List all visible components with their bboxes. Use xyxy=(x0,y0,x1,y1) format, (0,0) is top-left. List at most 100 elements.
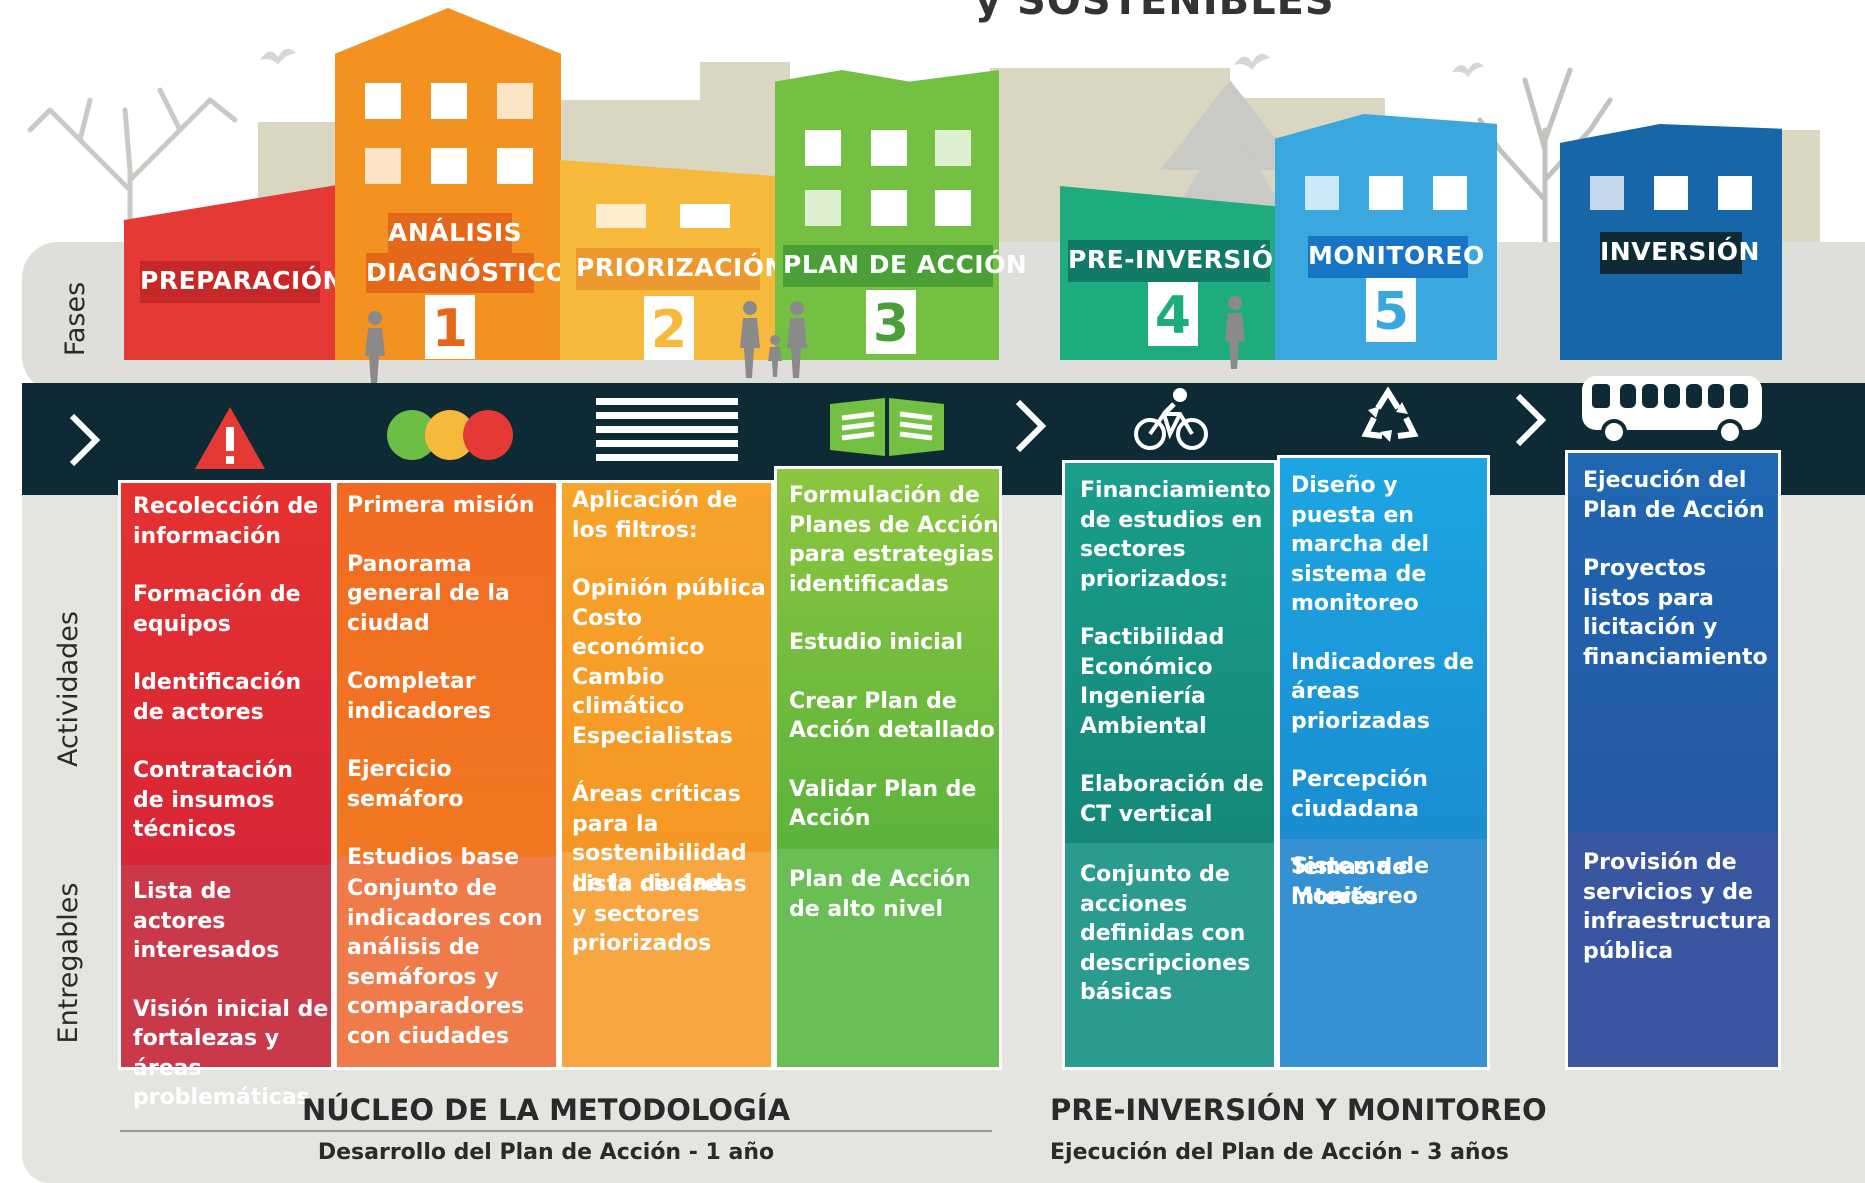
person-walking-icon xyxy=(365,311,385,384)
activities-monitoreo: Diseño y puesta en marcha del sistema de… xyxy=(1291,471,1489,912)
column-plan-de-accion xyxy=(774,466,1002,1070)
activities-analisis: Primera misión Panorama general de la ci… xyxy=(347,491,557,873)
deliverables-preparacion: Lista de actores interesados Visión inic… xyxy=(133,877,329,1113)
filter-lines-icon xyxy=(596,398,738,461)
activity-item: Ingeniería xyxy=(1080,684,1206,709)
deliverable-item: Visión inicial de fortalezas y áreas pro… xyxy=(133,996,329,1111)
phase-building-plan-de-accion xyxy=(775,70,999,360)
phase-label-inversion: INVERSIÓN xyxy=(1600,232,1759,274)
phase-number-1: 1 xyxy=(425,295,475,359)
phase-label-preparacion: PREPARACIÓN xyxy=(140,261,343,303)
phase-label-plan-de-accion: PLAN DE ACCIÓN xyxy=(783,245,1027,287)
activity-item: Indicadores de áreas priorizadas xyxy=(1291,649,1475,734)
activity-item: Formulación de Planes de Acción para est… xyxy=(789,483,999,597)
activity-item: Percepción ciudadana xyxy=(1291,767,1428,822)
chevron-right-icon xyxy=(1515,393,1547,447)
column-monitoreo xyxy=(1277,455,1490,1070)
deliverable-item: Conjunto de acciones definidas con descr… xyxy=(1080,862,1251,1005)
bird-icon xyxy=(260,48,296,65)
deliverables-inversion: Provisión de servicios y de infraestruct… xyxy=(1583,848,1779,966)
column-pre-inversion xyxy=(1062,460,1277,1070)
activities-preparacion: Recolección de información Formación de … xyxy=(133,492,329,845)
activity-item: Completar indicadores xyxy=(347,669,492,724)
phase-label-analisis-line1: ANÁLISIS xyxy=(388,213,522,253)
activity-item: Factibilidad xyxy=(1080,625,1225,650)
deliverables-priorizacion: Lista de áreas y sectores priorizados xyxy=(572,870,762,959)
activity-item: Opinión pública xyxy=(572,576,766,601)
bare-tree-icon xyxy=(27,87,238,260)
activity-item: Estudio inicial xyxy=(789,630,964,655)
preinversion-subtitle: Ejecución del Plan de Acción - 3 años xyxy=(1050,1140,1509,1165)
activities-inversion: Ejecución del Plan de Acción Proyectos l… xyxy=(1583,466,1779,672)
side-label-phases: Fases xyxy=(60,281,91,357)
phase-label-priorizacion: PRIORIZACIÓN xyxy=(576,248,785,290)
activity-item: Temas de interés xyxy=(1291,855,1408,910)
bus-icon xyxy=(1582,376,1762,444)
phase-number-2: 2 xyxy=(644,296,694,360)
recycle-icon xyxy=(1361,386,1419,442)
column-preparacion xyxy=(118,480,334,1070)
traffic-light-icon xyxy=(387,410,513,460)
column-priorizacion xyxy=(559,480,774,1070)
deliverable-item: Lista de actores interesados xyxy=(133,879,280,963)
phase-label-analisis-line2: DIAGNÓSTICO xyxy=(366,253,567,293)
core-methodology-subtitle: Desarrollo del Plan de Acción - 1 año xyxy=(317,1140,775,1165)
chevron-right-icon xyxy=(1015,399,1047,453)
core-divider xyxy=(120,1130,992,1132)
activities-pre-inversion: Financiamiento de estudios en sectores p… xyxy=(1080,476,1278,829)
activity-item: Áreas críticas para la sostenibilidad de… xyxy=(572,782,747,896)
deliverables-plan-de-accion: Plan de Acción de alto nivel xyxy=(789,865,989,924)
activity-item: Validar Plan de Acción xyxy=(789,776,977,832)
deliverables-analisis: Conjunto de indicadores con análisis de … xyxy=(347,874,552,1051)
bicycle-icon xyxy=(1134,388,1208,450)
phase-label-pre-inversion: PRE-INVERSIÓN xyxy=(1068,240,1294,282)
warning-icon xyxy=(195,407,265,469)
column-analisis xyxy=(334,480,559,1070)
activity-item: Ambiental xyxy=(1080,713,1207,739)
activity-item: Cambio climático xyxy=(572,664,685,720)
activity-item: Especialistas xyxy=(572,723,733,749)
activity-item: Financiamiento de estudios en sectores p… xyxy=(1080,478,1271,592)
activity-item: Aplicación de los filtros: xyxy=(572,488,738,543)
activity-item: Formación de equipos xyxy=(133,582,301,637)
activity-item: Ejercicio semáforo xyxy=(347,757,464,812)
activity-item: Proyectos listos para licitación y finan… xyxy=(1583,556,1768,670)
phase-number-4: 4 xyxy=(1148,282,1198,346)
activity-item: Recolección de información xyxy=(133,494,319,549)
activity-item: Costo económico xyxy=(572,605,705,661)
deliverables-pre-inversion: Conjunto de acciones definidas con descr… xyxy=(1080,860,1270,1008)
activity-item: Económico xyxy=(1080,654,1213,680)
deliverable-item: Sistema de Monitoreo xyxy=(1291,854,1430,909)
activity-item: Primera misión xyxy=(347,493,535,518)
bird-icon xyxy=(1451,62,1485,77)
chevron-right-icon xyxy=(69,413,101,467)
deliverable-item: Lista de áreas y sectores priorizados xyxy=(572,872,747,956)
family-walking-icon xyxy=(740,301,807,378)
activity-item: Diseño y puesta en marcha del sistema de… xyxy=(1291,473,1430,616)
activities-priorizacion: Aplicación de los filtros: Opinión públi… xyxy=(572,486,772,898)
preinversion-title: PRE-INVERSIÓN Y MONITOREO xyxy=(1050,1093,1547,1127)
activities-plan-de-accion: Formulación de Planes de Acción para est… xyxy=(789,481,1001,834)
action-plan-book-icon xyxy=(830,398,944,456)
title-fragment: y SOSTENIBLES xyxy=(975,0,1335,24)
deliverable-item: Conjunto de indicadores con análisis de … xyxy=(347,876,543,1049)
phase-number-5: 5 xyxy=(1366,278,1416,342)
person-walking-icon xyxy=(1225,296,1245,369)
activity-item: Elaboración de CT vertical xyxy=(1080,772,1264,827)
side-label-activities: Actividades xyxy=(53,611,84,767)
activity-item: Panorama general de la ciudad xyxy=(347,551,510,636)
activity-item: Estudios base xyxy=(347,845,520,870)
activity-item: Identificación de actores xyxy=(133,670,302,725)
column-inversion xyxy=(1565,450,1781,1070)
phase-label-monitoreo: MONITOREO xyxy=(1308,236,1484,278)
deliverable-item: Plan de Acción de alto nivel xyxy=(789,867,971,922)
activity-item: Ejecución del Plan de Acción xyxy=(1583,468,1765,523)
deliverable-item: Provisión de servicios y de infraestruct… xyxy=(1583,850,1772,964)
activity-item: Contratación de insumos técnicos xyxy=(133,758,293,842)
bird-icon xyxy=(1234,53,1270,70)
deliverables-monitoreo: Sistema de Monitoreo xyxy=(1291,852,1481,911)
activity-item: Crear Plan de Acción detallado xyxy=(789,688,995,744)
side-label-deliverables: Entregables xyxy=(53,882,84,1044)
phase-number-3: 3 xyxy=(866,290,916,354)
core-methodology-title: NÚCLEO DE LA METODOLOGÍA xyxy=(301,1093,791,1127)
